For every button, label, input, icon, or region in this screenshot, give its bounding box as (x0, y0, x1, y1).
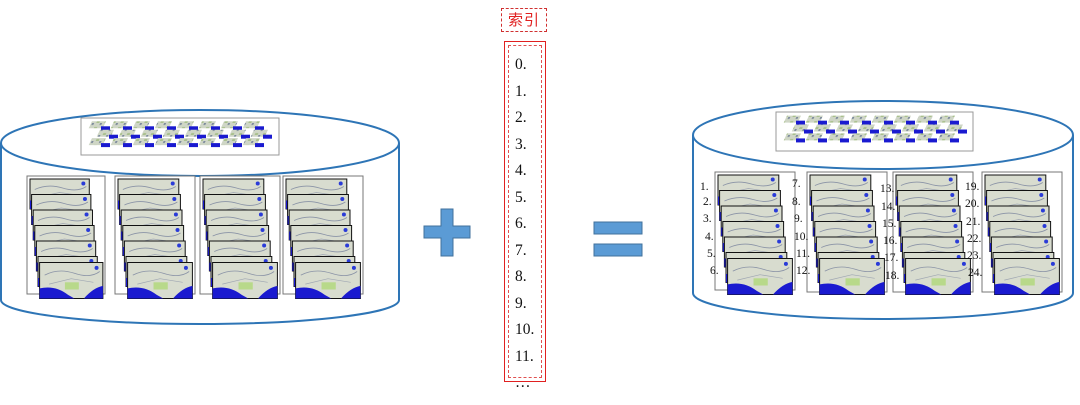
index-item: 10. (515, 321, 535, 338)
image-stack (892, 171, 974, 295)
image-number: 14. (881, 201, 896, 213)
left-image-stacks (26, 175, 364, 299)
image-number: 8. (792, 196, 801, 208)
map-thumbnail (994, 258, 1060, 295)
image-stack (714, 171, 796, 295)
image-number: 19. (965, 181, 980, 193)
image-number: 11. (796, 248, 810, 260)
image-number: 7. (792, 178, 801, 190)
left-database (0, 109, 400, 325)
image-number: 2. (703, 196, 712, 208)
index-item: 4. (515, 162, 527, 179)
image-number: 18. (885, 270, 900, 282)
index-item: 7. (515, 241, 527, 259)
image-number: 13. (880, 183, 895, 195)
image-number: 10. (794, 231, 809, 243)
image-number: 4. (705, 231, 714, 243)
image-number: 22. (967, 233, 982, 245)
map-thumbnail (727, 258, 793, 295)
index-item: 11. (515, 347, 534, 365)
index-list-box: 0. 1. 2. 3. 4. 5. 6. 7. 8. 9. 10. 11. … (504, 41, 546, 391)
image-stack (806, 171, 888, 295)
image-stack (199, 175, 281, 299)
map-thumbnail (212, 262, 278, 299)
index-title: 索引 (501, 8, 547, 32)
index-item: 5. (515, 188, 527, 206)
right-tiled-map-preview (775, 111, 974, 152)
index-item: 2. (515, 109, 527, 126)
map-thumbnail (39, 262, 104, 299)
image-number: 3. (703, 213, 712, 225)
index-item: 9. (515, 294, 527, 312)
image-number: 15. (882, 218, 897, 230)
image-number: 12. (796, 265, 811, 277)
index-item: … (515, 374, 531, 391)
index-item: 0. (515, 56, 527, 73)
image-number: 20. (965, 198, 980, 210)
plus-operator (423, 208, 471, 257)
image-number: 17. (884, 252, 899, 264)
left-database-body (0, 143, 400, 325)
image-number: 1. (700, 181, 709, 193)
image-stack (114, 175, 196, 299)
image-number: 23. (967, 250, 982, 262)
index-item: 8. (515, 268, 527, 285)
image-number: 16. (883, 235, 898, 247)
index-item: 1. (515, 82, 527, 100)
image-number: 24. (968, 267, 983, 279)
index-list-inner-border (508, 45, 542, 378)
index-item: 6. (515, 215, 527, 232)
map-thumbnail (295, 262, 361, 299)
image-number: 5. (707, 248, 716, 260)
right-database (692, 100, 1074, 320)
image-number: 6. (710, 265, 719, 277)
image-number: 21. (966, 216, 981, 228)
index-item: 3. (515, 135, 527, 153)
image-stack (981, 171, 1063, 295)
right-database-body (692, 135, 1074, 320)
map-thumbnail (819, 258, 885, 295)
image-stack (26, 175, 106, 299)
equals-operator (593, 221, 643, 257)
map-thumbnail (905, 258, 971, 295)
image-stack (282, 175, 364, 299)
image-number: 9. (794, 213, 803, 225)
index-list: 0. 1. 2. 3. 4. 5. 6. 7. 8. 9. 10. 11. … (515, 52, 534, 397)
right-image-stacks (714, 171, 1063, 295)
left-tiled-map-preview (80, 117, 280, 156)
map-thumbnail (127, 262, 193, 299)
right-database-top (692, 100, 1074, 170)
